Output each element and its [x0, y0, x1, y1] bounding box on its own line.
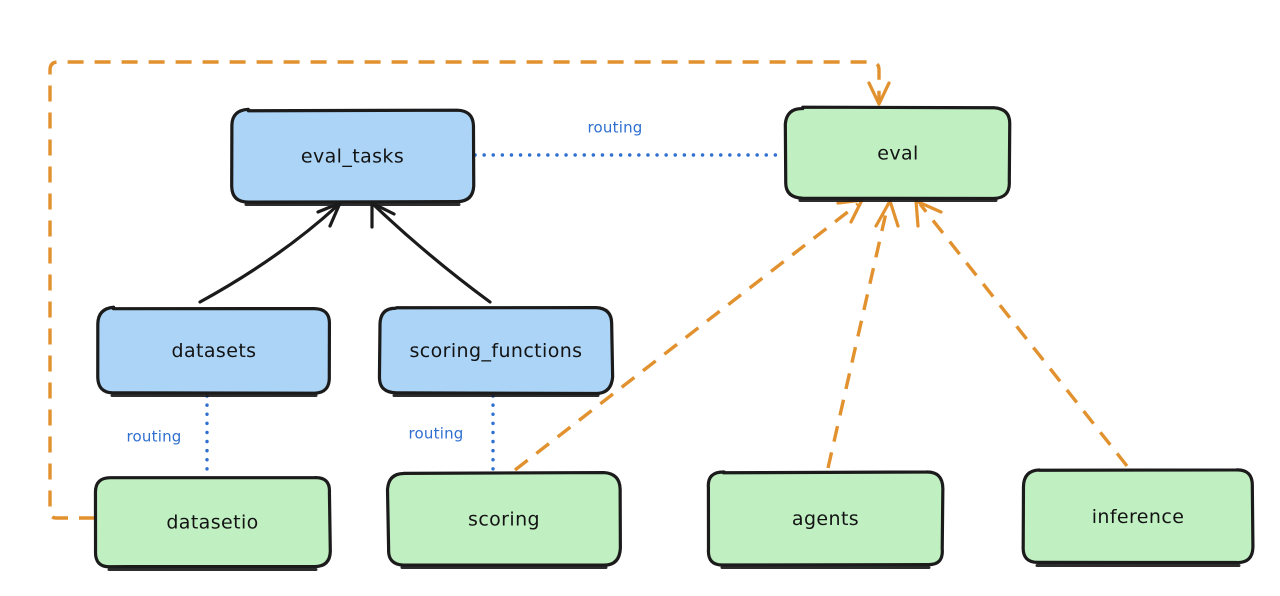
- node-label-inference: inference: [1092, 506, 1185, 528]
- node-scoring[interactable]: scoring: [388, 473, 621, 568]
- node-datasets[interactable]: datasets: [98, 307, 330, 395]
- node-agents[interactable]: agents: [708, 472, 943, 568]
- edge-label-routing-datasets-datasetio: routing: [127, 428, 182, 446]
- edge-label-routing-eval-tasks-eval: routing: [588, 119, 643, 137]
- node-eval[interactable]: eval: [785, 107, 1009, 200]
- node-label-agents: agents: [792, 508, 859, 530]
- node-label-datasetio: datasetio: [166, 512, 258, 534]
- api-edges-layer: [200, 203, 490, 302]
- nodes-layer: eval_tasks eval datasets scoring_functionsd…: [95, 107, 1252, 569]
- node-datasetio[interactable]: datasetio: [95, 478, 330, 570]
- arrow-head-agents-eval: [876, 201, 898, 226]
- edge-agents-to-eval: [828, 201, 898, 468]
- edge-path-inference-eval: [920, 204, 1127, 466]
- edge-path-scoring_functions-eval_tasks: [375, 206, 490, 302]
- node-label-datasets: datasets: [172, 340, 257, 362]
- node-inference[interactable]: inference: [1023, 470, 1253, 566]
- node-label-eval: eval: [877, 143, 918, 165]
- node-label-scoring_functions: scoring_functions: [410, 340, 583, 362]
- edge-inference-to-eval: [916, 201, 1127, 466]
- edge-scoring_functions-to-eval_tasks: [372, 203, 490, 302]
- node-label-eval_tasks: eval_tasks: [301, 146, 404, 168]
- edge-path-agents-eval: [828, 204, 888, 468]
- node-scoring_functions[interactable]: scoring_functions: [379, 308, 612, 396]
- edge-path-datasets-eval_tasks: [200, 206, 337, 302]
- edge-datasets-to-eval_tasks: [200, 203, 340, 302]
- edge-label-routing-scoring-functions-scoring: routing: [409, 425, 464, 443]
- node-eval_tasks[interactable]: eval_tasks: [232, 109, 474, 204]
- node-label-scoring: scoring: [468, 509, 540, 531]
